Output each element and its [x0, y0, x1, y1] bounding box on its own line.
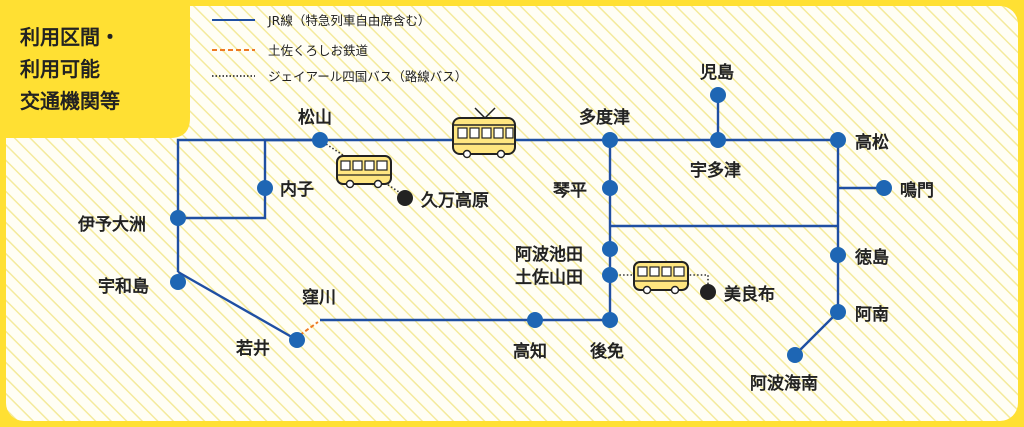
label-mirafu: 美良布 [724, 284, 775, 305]
tram-icon [452, 107, 516, 159]
line-tosa-kuroshio [299, 321, 319, 336]
label-wakai: 若井 [235, 338, 270, 359]
title-line-1: 利用区間・ [20, 25, 120, 49]
station-kojima [710, 87, 726, 103]
legend: JR線（特急列車自由席含む） 土佐くろしお鉄道 ジェイアール四国バス（路線バス） [212, 13, 467, 84]
label-tokushima: 徳島 [854, 247, 889, 268]
stations [170, 87, 892, 363]
station-uchiko [257, 180, 273, 196]
title-panel [0, 0, 190, 138]
label-kubokawa: 窪川 [302, 287, 336, 308]
label-gomen: 後免 [590, 341, 624, 362]
label-utazu: 宇多津 [690, 160, 741, 181]
station-wakai [289, 332, 305, 348]
label-takamatsu: 高松 [855, 132, 889, 153]
station-tokushima [830, 247, 846, 263]
bus-icon [633, 261, 689, 295]
station-awa-ikeda [602, 241, 618, 257]
bus-stops [397, 190, 716, 300]
station-kotohira [602, 180, 618, 196]
legend-jr-label: JR線（特急列車自由席含む） [267, 13, 430, 28]
label-kotohira: 琴平 [553, 181, 587, 201]
station-takamatsu [830, 132, 846, 148]
bus-stop-mirafu [700, 284, 716, 300]
label-uchiko: 内子 [280, 179, 314, 200]
label-iyo-ozu: 伊予大洲 [77, 214, 146, 235]
station-iyo-ozu [170, 210, 186, 226]
label-awa-kainan: 阿波海南 [750, 373, 818, 394]
station-gomen [602, 312, 618, 328]
label-awa-ikeda: 阿波池田 [515, 244, 583, 265]
title-line-2: 利用可能 [20, 57, 100, 81]
bus-stop-kumakogen [397, 190, 413, 206]
station-anan [830, 304, 846, 320]
line-uchiko-loop [178, 138, 320, 220]
line-anan-kainan [794, 311, 839, 356]
station-naruto [876, 180, 892, 196]
legend-bus-label: ジェイアール四国バス（路線バス） [268, 69, 467, 84]
station-tadotsu [602, 132, 618, 148]
label-naruto: 鳴門 [900, 180, 934, 201]
label-kumakogen: 久万高原 [421, 190, 489, 211]
label-anan: 阿南 [855, 304, 889, 325]
legend-tosa-kuroshio-label: 土佐くろしお鉄道 [268, 43, 369, 58]
label-kochi: 高知 [513, 341, 547, 362]
station-kochi [527, 312, 543, 328]
bus-icon [336, 155, 392, 189]
label-tadotsu: 多度津 [579, 107, 630, 128]
label-kojima: 児島 [699, 62, 734, 83]
title-line-3: 交通機関等 [20, 89, 120, 113]
station-awa-kainan [787, 347, 803, 363]
station-uwajima [170, 274, 186, 290]
station-utazu [710, 132, 726, 148]
station-matsuyama [312, 132, 328, 148]
label-tosa-yamada: 土佐山田 [515, 267, 583, 288]
label-matsuyama: 松山 [298, 107, 332, 128]
label-uwajima: 宇和島 [98, 276, 149, 297]
line-uwajima-wakai [177, 270, 298, 342]
station-labels: 松山 内子 伊予大洲 宇和島 若井 窪川 高知 後免 阿波池田 土佐山田 琴平 … [77, 62, 934, 394]
station-tosa-yamada [602, 267, 618, 283]
